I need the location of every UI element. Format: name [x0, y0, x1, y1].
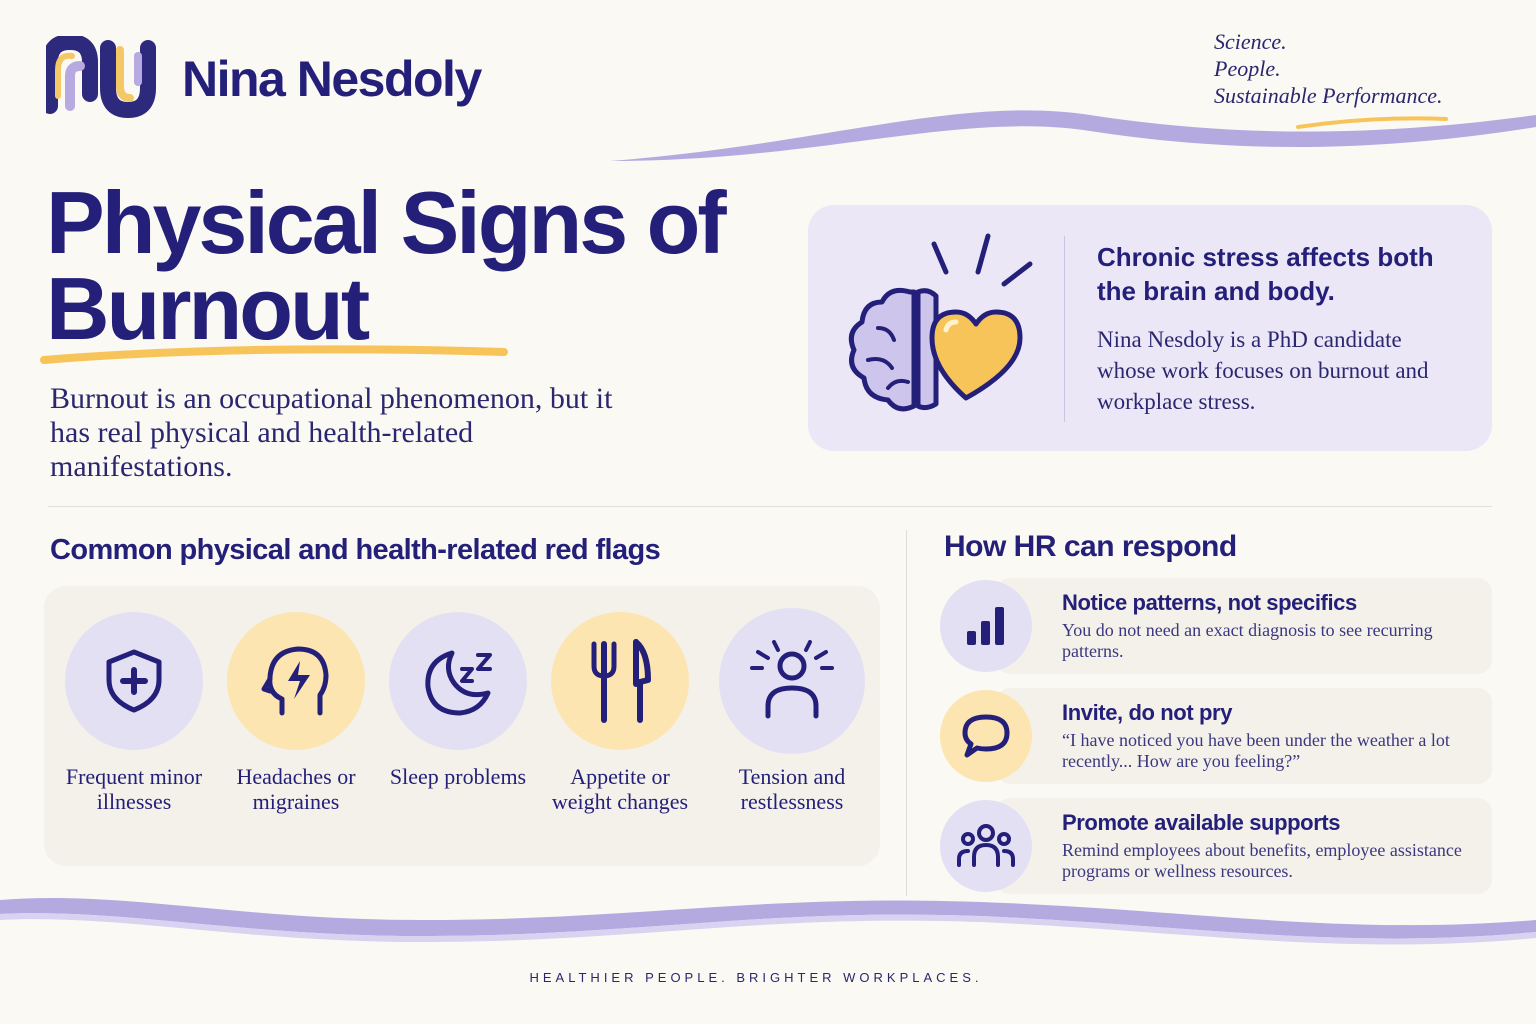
red-flag-label: Tension and restlessness: [738, 764, 846, 814]
red-flag-label: Headaches or migraines: [236, 764, 356, 814]
hr-item-background: [996, 798, 1492, 894]
card-body: Nina Nesdoly is a PhD candidate whose wo…: [1097, 327, 1429, 414]
brand-name: Nina Nesdoly: [182, 51, 482, 107]
red-flag-label: Frequent minor illnesses: [65, 764, 203, 814]
people-group-icon: [940, 800, 1032, 892]
red-flag-label: Sleep problems: [389, 764, 527, 789]
hr-item-background: [996, 688, 1492, 784]
red-flag-item: Frequent minor illnesses: [54, 612, 214, 814]
title-line-2: Burnout: [46, 259, 370, 358]
shield-plus-icon: [65, 612, 203, 750]
title-line-1: Physical Signs of: [46, 173, 727, 272]
red-flag-item: Tension and restlessness: [710, 608, 874, 814]
tagline-line: Science.: [1214, 29, 1287, 54]
brain-heart-icon: [848, 233, 1033, 412]
red-flag-label: Appetite or weight changes: [551, 764, 689, 814]
hr-item-title: Invite, do not pry: [1062, 700, 1233, 725]
speech-bubble-icon: [940, 690, 1032, 782]
card-divider: [1064, 236, 1065, 422]
hr-item-description: “I have noticed you have been under the …: [1062, 730, 1450, 771]
card-heading: Chronic stress affects both the brain an…: [1097, 242, 1434, 306]
logo-icon: [46, 36, 156, 118]
tagline-line: Sustainable Performance.: [1214, 83, 1443, 108]
top-wave-decoration: [610, 110, 1536, 161]
hr-item: Promote available supports Remind employ…: [936, 798, 1492, 898]
page-title: Physical Signs of Burnout: [46, 173, 727, 358]
title-underline: [40, 345, 508, 364]
section-divider: [48, 506, 1492, 507]
column-divider: [906, 530, 907, 896]
hr-item-description: Remind employees about benefits, employe…: [1062, 840, 1462, 881]
fork-knife-icon: [551, 612, 689, 750]
hr-item: Notice patterns, not specifics You do no…: [936, 578, 1492, 678]
moon-zz-icon: [389, 612, 527, 750]
hr-item-description: You do not need an exact diagnosis to se…: [1062, 620, 1433, 661]
red-flag-item: Headaches or migraines: [216, 612, 376, 814]
head-lightning-icon: [227, 612, 365, 750]
intro-text: Burnout is an occupational phenomenon, b…: [50, 382, 613, 483]
hr-item-title: Promote available supports: [1062, 810, 1341, 835]
tagline: Science. People. Sustainable Performance…: [1214, 28, 1443, 109]
bar-chart-icon: [940, 580, 1032, 672]
red-flag-item: Appetite or weight changes: [540, 612, 700, 814]
hr-item-background: [996, 578, 1492, 674]
red-flags-heading: Common physical and health-related red f…: [50, 534, 661, 566]
red-flag-item: Sleep problems: [378, 612, 538, 789]
hr-item-title: Notice patterns, not specifics: [1062, 590, 1357, 615]
tagline-line: People.: [1214, 56, 1281, 81]
tagline-underline: [1296, 116, 1448, 129]
hr-heading: How HR can respond: [944, 530, 1237, 563]
bottom-wave-decoration: [0, 897, 1536, 945]
hr-item: Invite, do not pry “I have noticed you h…: [936, 688, 1492, 788]
person-tension-icon: [719, 608, 865, 754]
footer-slogan: HEALTHIER PEOPLE. BRIGHTER WORKPLACES.: [529, 970, 983, 985]
